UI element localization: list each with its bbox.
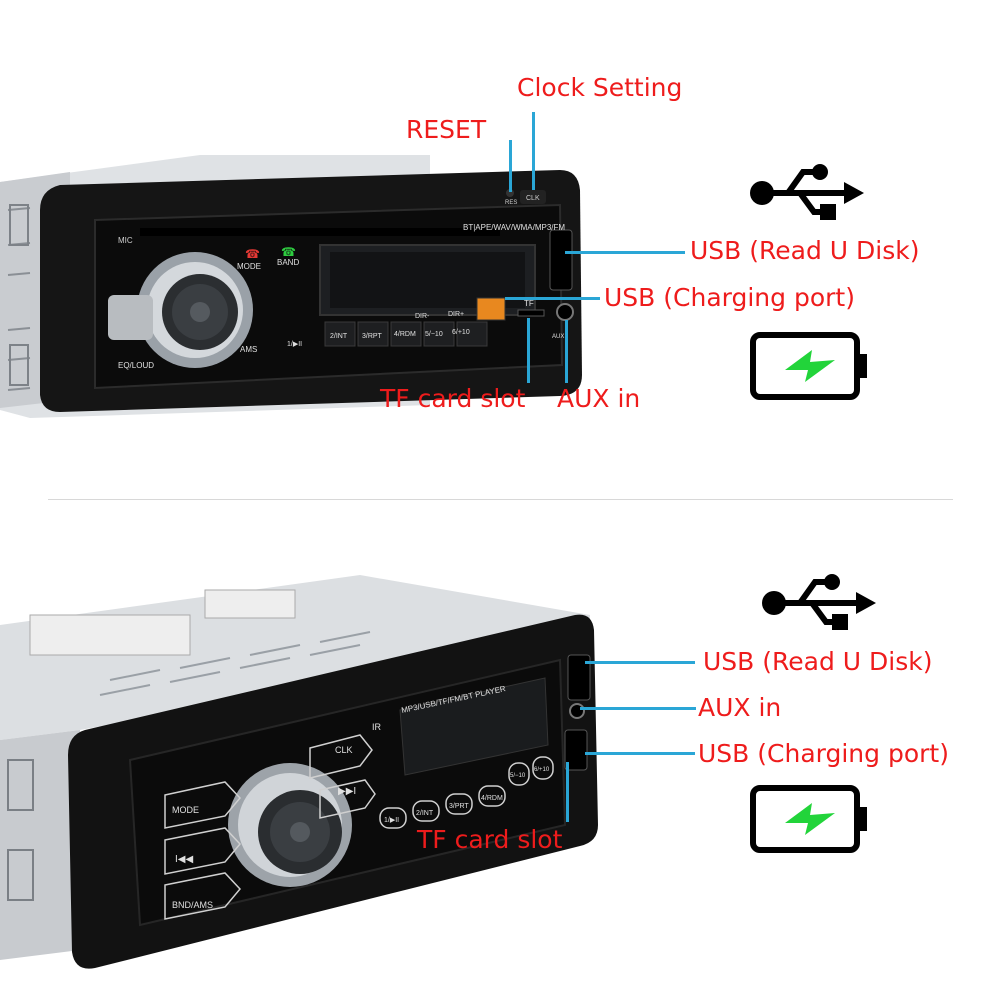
tf-label: TF (524, 299, 534, 308)
formats-label: BT|APE/WAV/WMA/MP3/FM (463, 223, 565, 232)
ir-label: IR (372, 722, 382, 732)
top-car-radio-image: ☎ ☎ MIC RES CLK BT|APE/WAV/WMA/MP3/FM MO… (0, 155, 582, 418)
usb-icon-2 (762, 574, 876, 630)
bnd-ams-label: BND/AMS (172, 900, 213, 910)
usb-icon (750, 164, 864, 220)
dir-plus-label: DIR+ (448, 311, 464, 318)
usb-charging-leader-line (505, 297, 600, 300)
int-label: 2/INT (330, 333, 348, 340)
aux-leader-line-2 (580, 707, 696, 710)
usb-read-leader-line-2 (585, 661, 695, 664)
aux-in-callout: AUX in (557, 384, 641, 413)
clock-leader-line (532, 112, 535, 190)
rdm-label: 4/RDM (394, 331, 416, 338)
tf-card-slot-callout-2: TF card slot (417, 825, 563, 854)
mic-label: MIC (118, 236, 133, 245)
preset-6-label: 6/+10 (534, 767, 550, 773)
clk-label: CLK (335, 745, 353, 755)
preset-1-label: 1/▶II (384, 817, 399, 824)
res-label: RES (505, 200, 517, 206)
hangup-call-icon: ☎ (281, 245, 296, 259)
usb-read-callout-2: USB (Read U Disk) (703, 647, 933, 676)
aux-leader-line (565, 320, 568, 383)
answer-call-icon: ☎ (245, 247, 260, 261)
preset-2-label: 2/INT (416, 810, 434, 817)
battery-charging-icon-2 (750, 785, 867, 853)
section-divider (48, 499, 953, 500)
clk-label: CLK (526, 195, 540, 202)
next-track-icon: ▶▶I (338, 786, 356, 797)
usb-read-leader-line (565, 251, 685, 254)
minus10-label: 5/−10 (425, 331, 443, 338)
band-label: BAND (277, 258, 299, 267)
aux-in-callout-2: AUX in (698, 693, 782, 722)
reset-callout: RESET (406, 115, 487, 144)
mode-label: MODE (237, 262, 261, 271)
bottom-car-radio-image: ▶▶I I◀◀ MP3/USB/TF/FM/BT PLAYER IR CLK M… (0, 575, 598, 969)
eq-loud-label: EQ/LOUD (118, 361, 154, 370)
tf-leader-line (527, 318, 530, 383)
battery-charging-icon (750, 332, 867, 400)
usb-charging-callout-2: USB (Charging port) (698, 739, 949, 768)
clock-setting-callout: Clock Setting (517, 73, 683, 102)
play-label: 1/▶II (287, 341, 302, 348)
dir-minus-label: DIR- (415, 313, 430, 320)
ams-label: AMS (240, 345, 257, 354)
preset-5-label: 5/−10 (510, 773, 526, 779)
preset-3-label: 3/PRT (449, 803, 469, 810)
plus10-label: 6/+10 (452, 329, 470, 336)
mode-label: MODE (172, 805, 199, 815)
usb-charging-leader-line-2 (585, 752, 695, 755)
rpt-label: 3/RPT (362, 333, 383, 340)
usb-read-callout: USB (Read U Disk) (690, 236, 920, 265)
tf-leader-line-2 (566, 762, 569, 822)
tf-card-slot-callout: TF card slot (380, 384, 526, 413)
preset-4-label: 4/RDM (481, 795, 503, 802)
reset-leader-line (509, 140, 512, 192)
usb-charging-callout: USB (Charging port) (604, 283, 855, 312)
aux-label: AUX (552, 334, 564, 340)
prev-track-icon: I◀◀ (175, 854, 193, 865)
